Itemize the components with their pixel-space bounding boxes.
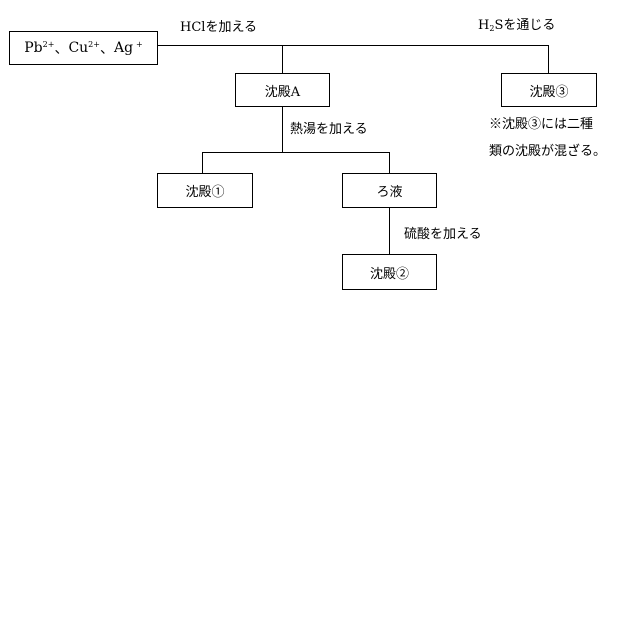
ion-separator: 、 xyxy=(54,41,69,57)
note-line-1: ※沈殿③には二種 xyxy=(489,117,594,132)
step-h2s-label: H2Sを通じる xyxy=(478,18,556,33)
precipitate-2-box: 沈殿② xyxy=(342,254,437,290)
connector-main-horizontal xyxy=(157,45,549,46)
connector-to-filtrate xyxy=(389,152,390,173)
precipitate-a-box: 沈殿A xyxy=(235,73,330,107)
connector-from-precipitate-a xyxy=(282,106,283,152)
filtrate-box: ろ液 xyxy=(342,173,437,208)
connector-to-precipitate-2 xyxy=(389,208,390,254)
ion-separator: 、 xyxy=(99,41,114,57)
note-line-2: 類の沈殿が混ざる。 xyxy=(489,144,607,159)
ion-ag: Ag+ xyxy=(113,40,143,56)
connector-to-precipitate-3 xyxy=(548,45,549,73)
precipitate-3-box: 沈殿③ xyxy=(501,73,597,107)
step-sulfuric-acid-label: 硫酸を加える xyxy=(404,227,482,242)
ion-cu: Cu2+ xyxy=(68,40,100,56)
start-ions-box: Pb2+、Cu2+、Ag+ xyxy=(9,31,158,65)
precipitate-1-box: 沈殿① xyxy=(157,173,253,208)
connector-to-precipitate-a xyxy=(282,45,283,73)
connector-to-precipitate-1 xyxy=(202,152,203,173)
ion-pb: Pb2+ xyxy=(24,40,55,56)
connector-split-horizontal xyxy=(202,152,390,153)
step-hot-water-label: 熱湯を加える xyxy=(290,122,368,137)
step-add-hcl-label: HClを加える xyxy=(180,20,258,35)
